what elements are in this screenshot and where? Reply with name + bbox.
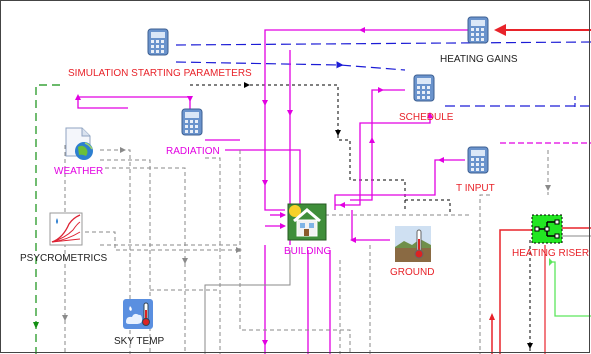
heating-gains-node[interactable]: HEATING GAINS xyxy=(440,16,550,65)
schedule-node[interactable]: SCHEDULE xyxy=(397,74,457,123)
psycrometrics-label: PSYCROMETRICS xyxy=(20,253,108,264)
psychrometric-chart-icon xyxy=(49,212,83,246)
t-input-node[interactable]: T INPUT xyxy=(455,146,505,196)
diverter-icon xyxy=(531,214,563,244)
sky-temp-node[interactable]: SKY TEMP xyxy=(112,298,172,348)
heating-riser-label: HEATING RISER xyxy=(512,248,590,259)
radiation-node[interactable]: RADIATION xyxy=(166,108,226,158)
heating-riser-node[interactable]: HEATING RISER xyxy=(510,214,590,262)
calculator-icon xyxy=(467,16,489,44)
sky-thermometer-icon xyxy=(123,299,153,329)
calculator-icon xyxy=(467,146,489,174)
sky-temp-label: SKY TEMP xyxy=(114,336,165,347)
t-input-label: T INPUT xyxy=(456,183,495,194)
schedule-label: SCHEDULE xyxy=(399,112,454,123)
calculator-icon xyxy=(413,74,435,102)
building-node[interactable]: BUILDING xyxy=(280,203,340,259)
calculator-icon xyxy=(181,108,203,136)
ground-label: GROUND xyxy=(390,267,435,278)
weather-node[interactable]: WEATHER xyxy=(52,126,112,178)
heating-gains-label: HEATING GAINS xyxy=(440,54,518,65)
simulation-parameters-node[interactable]: SIMULATION STARTING PARAMETERS xyxy=(68,28,258,79)
ground-node[interactable]: GROUND xyxy=(388,225,448,278)
building-label: BUILDING xyxy=(284,246,332,257)
calculator-icon xyxy=(147,28,169,56)
weather-file-icon xyxy=(65,127,93,160)
thermometer-landscape-icon xyxy=(395,226,431,262)
psycrometrics-node[interactable]: PSYCROMETRICS xyxy=(20,212,112,264)
simulation-parameters-label: SIMULATION STARTING PARAMETERS xyxy=(68,68,252,79)
house-icon xyxy=(287,203,327,241)
weather-label: WEATHER xyxy=(54,166,104,177)
radiation-label: RADIATION xyxy=(166,146,220,157)
